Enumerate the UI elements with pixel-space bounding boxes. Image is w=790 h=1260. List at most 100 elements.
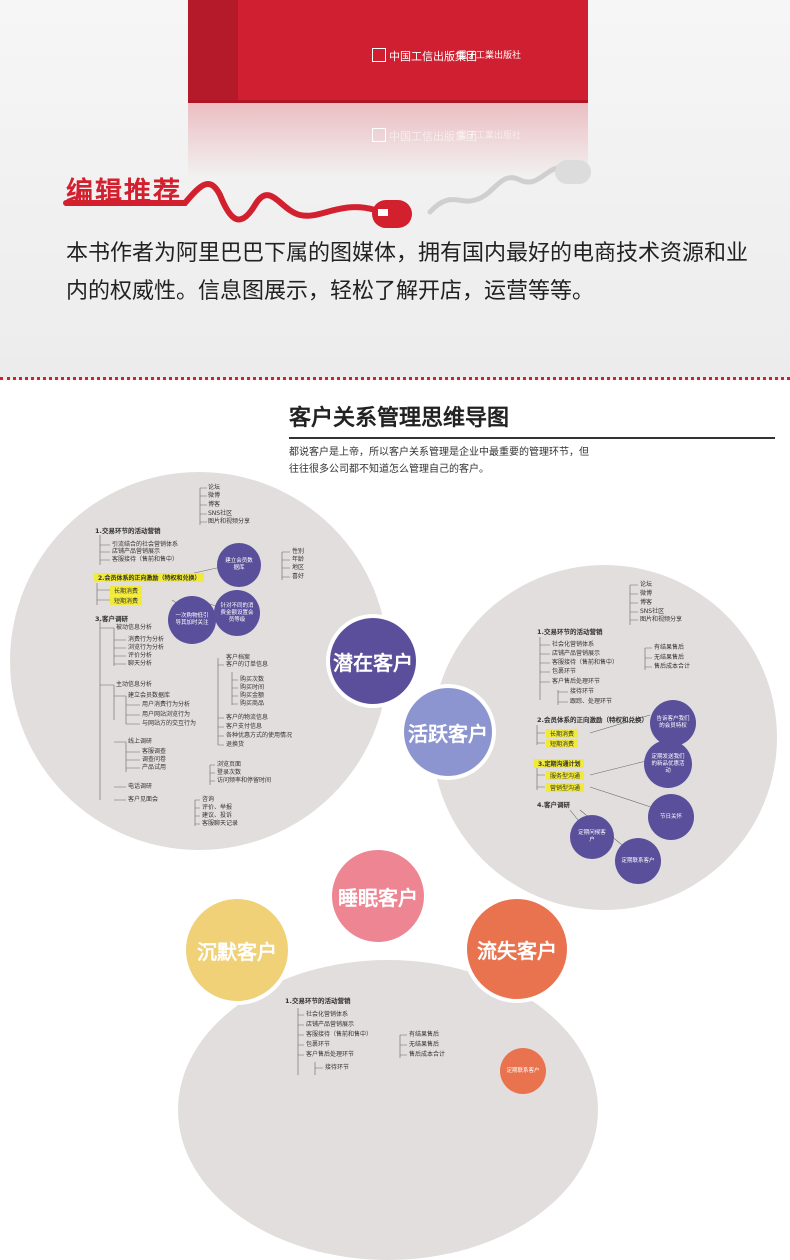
left-passive: 被动信息分析 — [116, 624, 153, 631]
dotted-divider — [0, 377, 790, 380]
left-section-3: 3.客户调研 — [95, 615, 128, 623]
right-s1-item-1: 店铺产品营销展示 — [552, 650, 601, 657]
publisher-reflection: 中国工信出版集团 — [372, 128, 477, 144]
left-consult-2: 建议、投诉 — [202, 812, 233, 819]
left-order-1: 购买时间 — [240, 684, 265, 691]
left-right-2: 地区 — [292, 564, 305, 571]
left-party: 客户见面会 — [128, 796, 159, 803]
left-browse-1: 登录次数 — [217, 769, 242, 776]
left-tag-short: 短期消费 — [110, 596, 143, 605]
publisher-icon — [372, 48, 386, 62]
right-after-1: 无结果售后 — [654, 654, 685, 661]
book-cover — [188, 0, 588, 103]
book-spine — [188, 0, 238, 100]
left-promo: 各种优惠方式的使用情况 — [226, 732, 293, 739]
left-order-2: 购买金额 — [240, 692, 265, 699]
left-browse-2: 访问频率和停留时间 — [217, 777, 272, 784]
left-bubble-member-db: 建立会员数据库 — [217, 543, 261, 587]
right-sub-1: 跟踪、处理环节 — [570, 698, 613, 705]
right-tag-service: 服务型沟通 — [546, 771, 585, 780]
left-right-0: 性别 — [292, 548, 305, 555]
right-bubble-greet: 定期问候客户 — [570, 815, 614, 859]
right-toplist-0: 论坛 — [640, 581, 653, 588]
left-archive: 客户档案 — [226, 654, 251, 661]
left-bubble-level: 针对不同的消费金额设置会员等级 — [214, 590, 260, 636]
bottom-item-1: 店铺产品营销展示 — [306, 1021, 355, 1028]
ball-lost: 流失客户 — [463, 895, 571, 1003]
right-after-0: 有结果售后 — [654, 644, 685, 651]
publisher2: 電子工業出版社 — [458, 51, 522, 61]
left-tag-long: 长期消费 — [110, 586, 143, 595]
bottom-item-0: 社会化营销体系 — [306, 1011, 349, 1018]
right-toplist-1: 微博 — [640, 590, 653, 597]
publisher-logo: 中国工信出版集团 — [372, 48, 477, 64]
right-bubble-holiday: 节日关怀 — [648, 794, 694, 840]
left-passive-2: 评价分析 — [128, 652, 153, 659]
right-tag-short: 短期消费 — [546, 739, 579, 748]
left-passive-3: 聊天分析 — [128, 660, 153, 667]
left-online-2: 产品试用 — [142, 764, 167, 771]
publisher-name-reflection: 中国工信出版集团 — [389, 130, 477, 143]
ball-potential: 潜在客户 — [326, 614, 420, 708]
recommend-section: 中国工信出版集团 電子工業出版社 中国工信出版集团 電子工業出版社 编辑推荐 本… — [0, 0, 790, 380]
right-s1-item-4: 客户售后处理环节 — [552, 678, 601, 685]
right-sub-0: 接待环节 — [570, 688, 595, 695]
left-active-0: 建立会员数据库 — [128, 692, 171, 699]
bottom-after-2: 售后成本合计 — [409, 1051, 446, 1058]
left-active-1: 用户消费行为分析 — [142, 701, 191, 708]
left-s1-item-2: 客服接待（售前和售中） — [112, 556, 179, 563]
potential-circle — [10, 472, 388, 850]
right-after-2: 售后成本合计 — [654, 663, 691, 670]
ball-active: 活跃客户 — [400, 684, 496, 780]
bottom-item-5: 接待环节 — [325, 1064, 350, 1071]
left-active: 主动信息分析 — [116, 681, 153, 688]
left-pay: 客户支付信息 — [226, 723, 263, 730]
publisher2-reflection: 電子工業出版社 — [458, 131, 522, 141]
right-s1-item-0: 社会化营销体系 — [552, 641, 595, 648]
right-s1-item-3: 包裹环节 — [552, 668, 577, 675]
left-order-0: 购买次数 — [240, 676, 265, 683]
left-contact: 客户的物流信息 — [226, 714, 269, 721]
publisher-name: 中国工信出版集团 — [389, 50, 477, 63]
right-tag-marketing: 营销型沟通 — [546, 783, 585, 792]
left-section-1: 1.交易环节的活动营销 — [95, 527, 161, 535]
right-section-1: 1.交易环节的活动营销 — [537, 628, 603, 636]
bottom-item-3: 包裹环节 — [306, 1041, 331, 1048]
left-toplist-1: 微博 — [208, 492, 221, 499]
right-section-2: 2.会员体系的正向激励（特权和兑换） — [537, 716, 648, 724]
left-online-1: 调查问卷 — [142, 756, 167, 763]
right-toplist-3: SNS社区 — [640, 608, 665, 615]
left-phone: 电话调研 — [128, 783, 153, 790]
right-bubble-contact: 定期联系客户 — [615, 838, 661, 884]
bottom-item-2: 客服接待（售前和售中） — [306, 1031, 373, 1038]
right-s1-item-2: 客服接待（售前和售中） — [552, 659, 619, 666]
mindmap-description: 都说客户是上帝，所以客户关系管理是企业中最重要的管理环节，但往往很多公司都不知道… — [289, 447, 589, 475]
left-right-1: 年龄 — [292, 556, 305, 563]
right-toplist-4: 图片和视频分享 — [640, 616, 683, 623]
bottom-after-1: 无结果售后 — [409, 1041, 440, 1048]
right-section-3: 3.定期沟通计划 — [534, 759, 585, 768]
left-return: 退换货 — [226, 741, 245, 748]
bottom-after-0: 有结果售后 — [409, 1031, 440, 1038]
right-section-4: 4.客户调研 — [537, 801, 570, 809]
publisher-icon-reflection — [372, 128, 386, 142]
bottom-section-1: 1.交易环节的活动营销 — [285, 997, 351, 1005]
bottom-item-4: 客户售后处理环节 — [306, 1051, 355, 1058]
right-bubble-newitem: 定期发送我们的新品优惠活动 — [644, 740, 692, 788]
left-browse-0: 浏览页面 — [217, 761, 242, 768]
title-rule — [289, 437, 775, 439]
right-bubble-privilege: 告诉客户我们的会员特权 — [650, 700, 696, 746]
mouse-cable-icon — [63, 160, 591, 228]
left-passive-1: 浏览行为分析 — [128, 644, 165, 651]
left-s1-item-0: 引流结合的社会营销体系 — [112, 541, 179, 548]
left-orders: 客户的订单信息 — [226, 661, 269, 668]
left-active-3: 与网站方的交互行为 — [142, 720, 197, 727]
left-consult-0: 咨询 — [202, 796, 215, 803]
left-active-2: 用户网站浏览行为 — [142, 711, 191, 718]
left-consult-3: 客服聊天记录 — [202, 820, 239, 827]
left-s1-item-1: 店铺产品营销展示 — [112, 548, 161, 555]
recommend-text: 本书作者为阿里巴巴下属的图媒体，拥有国内最好的电商技术资源和业内的权威性。信息图… — [66, 241, 749, 304]
right-toplist-2: 博客 — [640, 599, 653, 606]
bottom-bubble-contact: 定期联系客户 — [500, 1048, 546, 1094]
left-toplist-0: 论坛 — [208, 484, 221, 491]
